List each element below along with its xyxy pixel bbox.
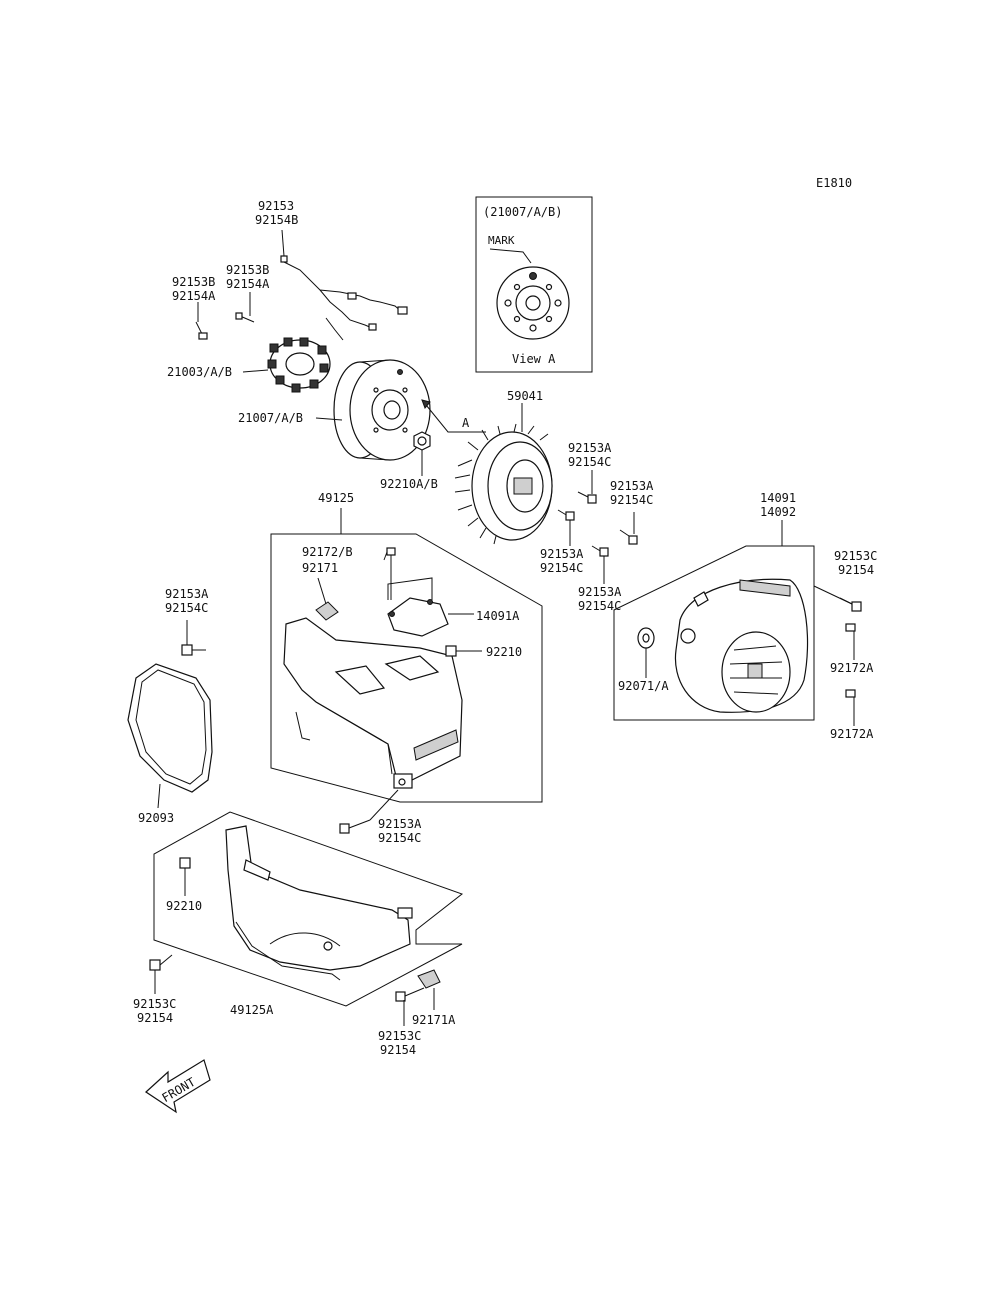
screw-92153b-mid <box>235 312 255 323</box>
label-92093: 92093 <box>138 811 174 825</box>
bolt-92153c-bottom-mid <box>395 987 425 1026</box>
label-92154c-r4: 92154C <box>578 599 621 613</box>
label-92210-mid: 92210 <box>486 645 522 659</box>
label-92154c-bottom: 92154C <box>378 831 421 845</box>
label-92172b: 92172/B <box>302 545 353 559</box>
washer-92071a <box>637 627 655 678</box>
label-92153b-mid: 92153B <box>226 263 269 277</box>
label-92153a-r2: 92153A <box>610 479 654 493</box>
screw-92172b <box>386 547 396 600</box>
label-92154c-left: 92154C <box>165 601 208 615</box>
nut-92210-mid <box>445 645 482 657</box>
view-a-rotor-face <box>496 266 570 340</box>
label-92210-low: 92210 <box>166 899 202 913</box>
label-92154-right: 92154 <box>838 563 874 577</box>
fan-cover <box>674 578 809 713</box>
label-92153a-left: 92153A <box>165 587 209 601</box>
bolt-92153c-bottom-left <box>149 954 173 994</box>
label-92172a-1: 92172A <box>830 661 874 675</box>
label-92153-top: 92153 <box>258 199 294 213</box>
stator-assembly <box>267 261 408 393</box>
screw-92153-top <box>280 255 288 263</box>
label-14091: 14091 <box>760 491 796 505</box>
label-92153a-r4: 92153A <box>578 585 622 599</box>
label-92154a-left: 92154A <box>172 289 216 303</box>
bolt-92153a-r1 <box>577 491 597 504</box>
plate-14091a <box>387 577 474 637</box>
label-92153b-left: 92153B <box>172 275 215 289</box>
view-a-title: (21007/A/B) <box>483 205 562 219</box>
nut-92210-low <box>179 857 191 896</box>
label-92171a: 92171A <box>412 1013 456 1027</box>
label-92153c-right: 92153C <box>834 549 877 563</box>
diagram-code: E1810 <box>816 176 852 190</box>
label-92153c-bottom-left: 92153C <box>133 997 176 1011</box>
label-49125: 49125 <box>318 491 354 505</box>
bolt-92153a-r2 <box>619 529 638 545</box>
part-labels: 92153 92154B 92153B 92154A 92153B 92154A… <box>133 199 877 1057</box>
label-59041: 59041 <box>507 389 543 403</box>
view-a-pointer: A <box>462 416 470 430</box>
bolt-92153c-right <box>813 585 862 612</box>
lower-shroud-outline <box>153 811 464 1007</box>
bolt-92153a-r4 <box>591 545 609 557</box>
label-92154a-mid: 92154A <box>226 277 270 291</box>
label-92154-bottom-left: 92154 <box>137 1011 173 1025</box>
label-92071a: 92071/A <box>618 679 669 693</box>
label-92171: 92171 <box>302 561 338 575</box>
label-21003: 21003/A/B <box>167 365 232 379</box>
clip-92172a-1 <box>845 623 856 660</box>
view-a-inset: (21007/A/B) MARK View A <box>475 196 593 373</box>
flywheel-rotor <box>333 359 431 461</box>
label-92154c-r2: 92154C <box>610 493 653 507</box>
label-21007: 21007/A/B <box>238 411 303 425</box>
label-92154c-r3: 92154C <box>540 561 583 575</box>
label-92154-bottom-mid: 92154 <box>380 1043 416 1057</box>
label-92153a-bottom: 92153A <box>378 817 422 831</box>
cooling-fan <box>454 423 553 545</box>
clip-92172a-2 <box>845 689 856 726</box>
bolt-92153a-bottom <box>339 789 399 834</box>
label-92153a-r1: 92153A <box>568 441 612 455</box>
label-92153a-r3: 92153A <box>540 547 584 561</box>
label-92172a-2: 92172A <box>830 727 874 741</box>
label-14091a: 14091A <box>476 609 520 623</box>
label-49125a: 49125A <box>230 1003 274 1017</box>
lower-shroud <box>225 825 413 981</box>
bolt-92153a-left <box>181 620 206 656</box>
label-14092: 14092 <box>760 505 796 519</box>
label-92154c-r1: 92154C <box>568 455 611 469</box>
label-92154b-top: 92154B <box>255 213 298 227</box>
mark-label: MARK <box>488 234 515 247</box>
leader-lines <box>197 229 635 584</box>
clip-92171 <box>315 577 339 621</box>
nut-92210ab <box>413 431 431 451</box>
upper-shroud <box>283 617 463 789</box>
front-arrow: FRONT <box>145 1059 211 1114</box>
gasket-92093 <box>127 663 213 809</box>
clip-92171a <box>417 969 441 1010</box>
label-92153c-bottom-mid: 92153C <box>378 1029 421 1043</box>
shroud-outline <box>270 533 543 803</box>
screw-92153b-left <box>195 321 208 340</box>
view-a-caption: View A <box>512 352 556 366</box>
fan-cover-outline <box>613 545 815 721</box>
bolt-92153a-r3 <box>557 509 575 521</box>
label-92210ab: 92210A/B <box>380 477 438 491</box>
